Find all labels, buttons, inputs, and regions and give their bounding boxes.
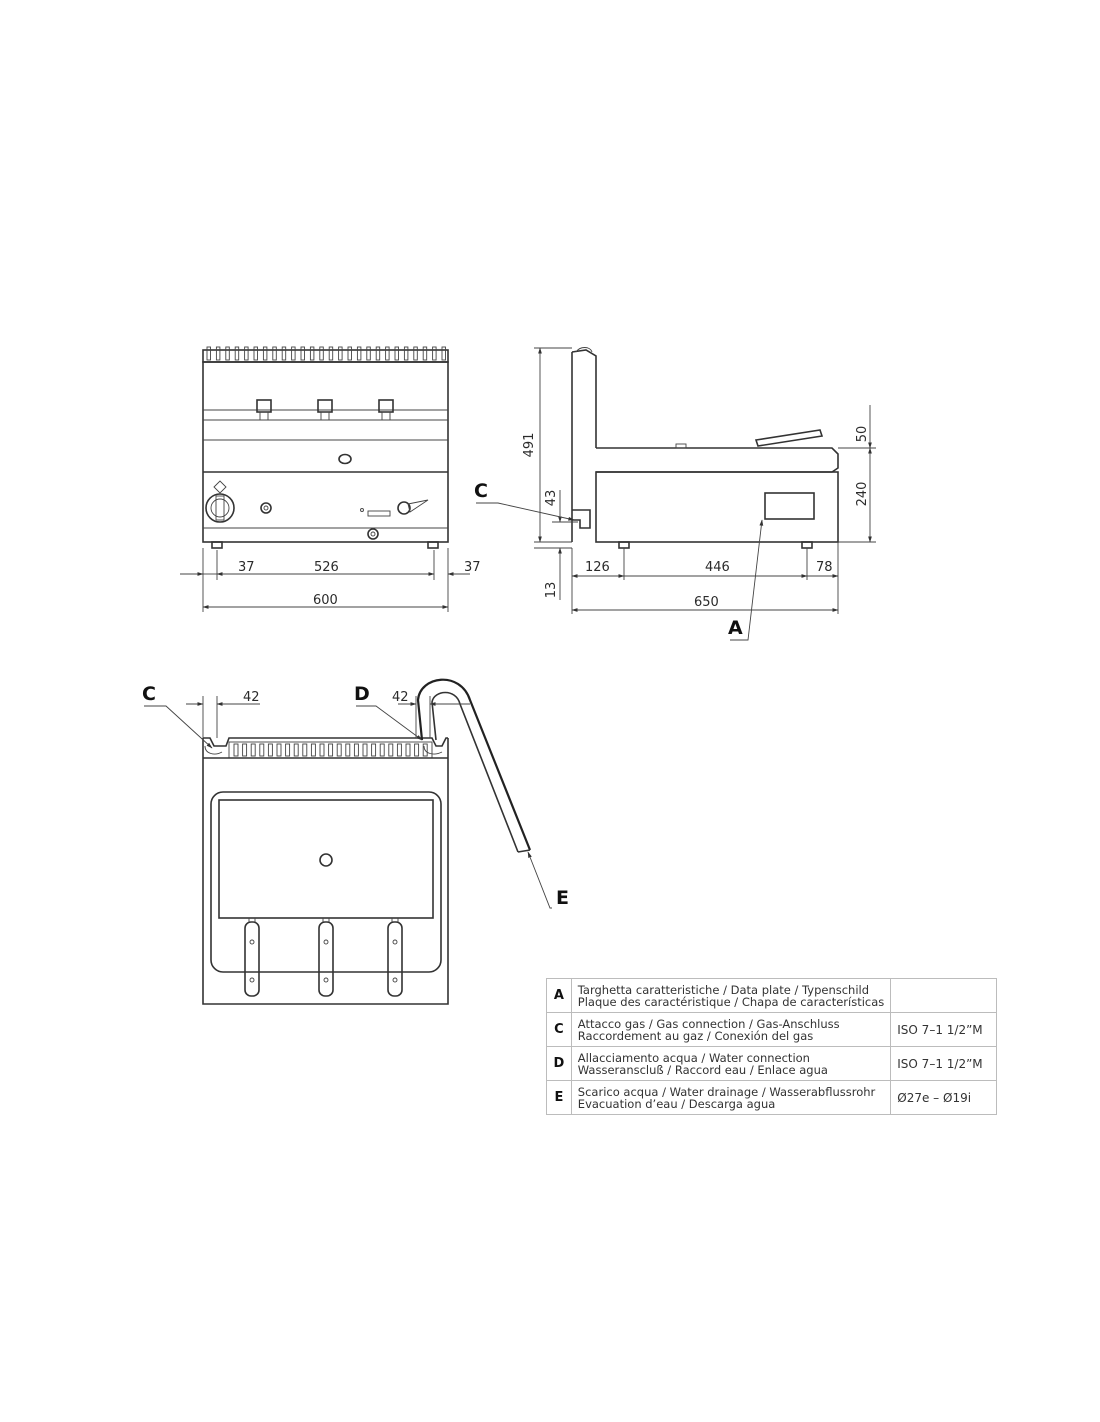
- front-grill-teeth: [206, 346, 446, 361]
- side-callout-plate: A: [728, 617, 743, 639]
- side-dim-rear: 78: [816, 560, 833, 575]
- legend-description-line1: Attacco gas / Gas connection / Gas-Ansch…: [577, 1016, 840, 1031]
- top-basket: [218, 799, 434, 919]
- side-dim-height: 491: [522, 433, 537, 458]
- side-dim-gas-height: 43: [544, 490, 559, 507]
- legend-description: Attacco gas / Gas connection / Gas-Ansch…: [570, 1012, 892, 1047]
- legend-spec: ISO 7–1 1/2”M: [890, 1012, 997, 1047]
- top-callout-drain: E: [556, 887, 569, 909]
- legend-spec: ISO 7–1 1/2”M: [890, 1046, 997, 1081]
- front-view: 37 526 37 600: [180, 346, 481, 612]
- front-dim-right: 37: [464, 560, 481, 575]
- side-dim-top: 50: [855, 426, 870, 443]
- side-dim-mid: 446: [705, 560, 730, 575]
- top-grill-teeth: [233, 743, 428, 757]
- legend-spec: Ø27e – Ø19i: [890, 1080, 997, 1115]
- front-dim-inner: 526: [314, 560, 339, 575]
- legend-description: Scarico acqua / Water drainage / Wassera…: [570, 1080, 892, 1115]
- legend-row: E Scarico acqua / Water drainage / Wasser…: [546, 1080, 997, 1115]
- legend-spec: [890, 978, 997, 1013]
- top-view: 42 42 C D E: [142, 678, 569, 1005]
- front-body: [202, 361, 449, 543]
- legend-key: C: [546, 1012, 572, 1047]
- front-dim-left: 37: [238, 560, 255, 575]
- drain-tap-icon: [360, 499, 429, 540]
- legend-description: Targhetta caratteristiche / Data plate /…: [570, 978, 892, 1013]
- legend-description-line1: Allacciamento acqua / Water connection: [577, 1050, 810, 1065]
- drain-hose: [416, 678, 532, 851]
- legend-row: A Targhetta caratteristiche / Data plate …: [546, 978, 997, 1013]
- front-basket-handles: [256, 399, 394, 421]
- legend-description-line2: Plaque des caractéristique / Chapa de ca…: [577, 994, 885, 1009]
- thermostat-knob-icon: [205, 480, 235, 523]
- top-basket-handles: [244, 918, 403, 997]
- side-dim-depth: 650: [694, 595, 719, 610]
- side-dim-foot: 13: [544, 582, 559, 599]
- legend-row: C Attacco gas / Gas connection / Gas-Ansc…: [546, 1012, 997, 1047]
- top-dim-gas: 42: [243, 690, 260, 705]
- front-top-rail: [202, 349, 449, 363]
- legend-description-line1: Scarico acqua / Water drainage / Wassera…: [577, 1084, 876, 1099]
- side-body: [595, 471, 839, 543]
- legend-description-line2: Wasseranscluß / Raccord eau / Enlace agu…: [577, 1062, 828, 1077]
- connections-legend: A Targhetta caratteristiche / Data plate …: [546, 978, 997, 1115]
- side-view: 491 43 13 50 240 126 446 78 650 C A: [474, 347, 876, 641]
- legend-key: A: [546, 978, 572, 1013]
- pilot-light-icon: [260, 502, 272, 514]
- side-dim-body: 240: [855, 482, 870, 507]
- top-callout-gas: C: [142, 683, 156, 705]
- legend-description-line2: Raccordement au gaz / Conexión del gas: [577, 1028, 814, 1043]
- legend-description-line1: Targhetta caratteristiche / Data plate /…: [577, 982, 870, 997]
- front-inspection-hole: [338, 453, 352, 465]
- legend-description-line2: Evacuation d’eau / Descarga agua: [577, 1096, 776, 1111]
- front-dim-total: 600: [313, 593, 338, 608]
- top-dim-water: 42: [392, 690, 409, 705]
- top-tank: [210, 791, 442, 973]
- side-callout-gas: C: [474, 480, 488, 502]
- legend-key: D: [546, 1046, 572, 1081]
- data-plate: [764, 492, 815, 520]
- top-callout-water: D: [354, 683, 370, 705]
- side-dim-front: 126: [585, 560, 610, 575]
- legend-key: E: [546, 1080, 572, 1115]
